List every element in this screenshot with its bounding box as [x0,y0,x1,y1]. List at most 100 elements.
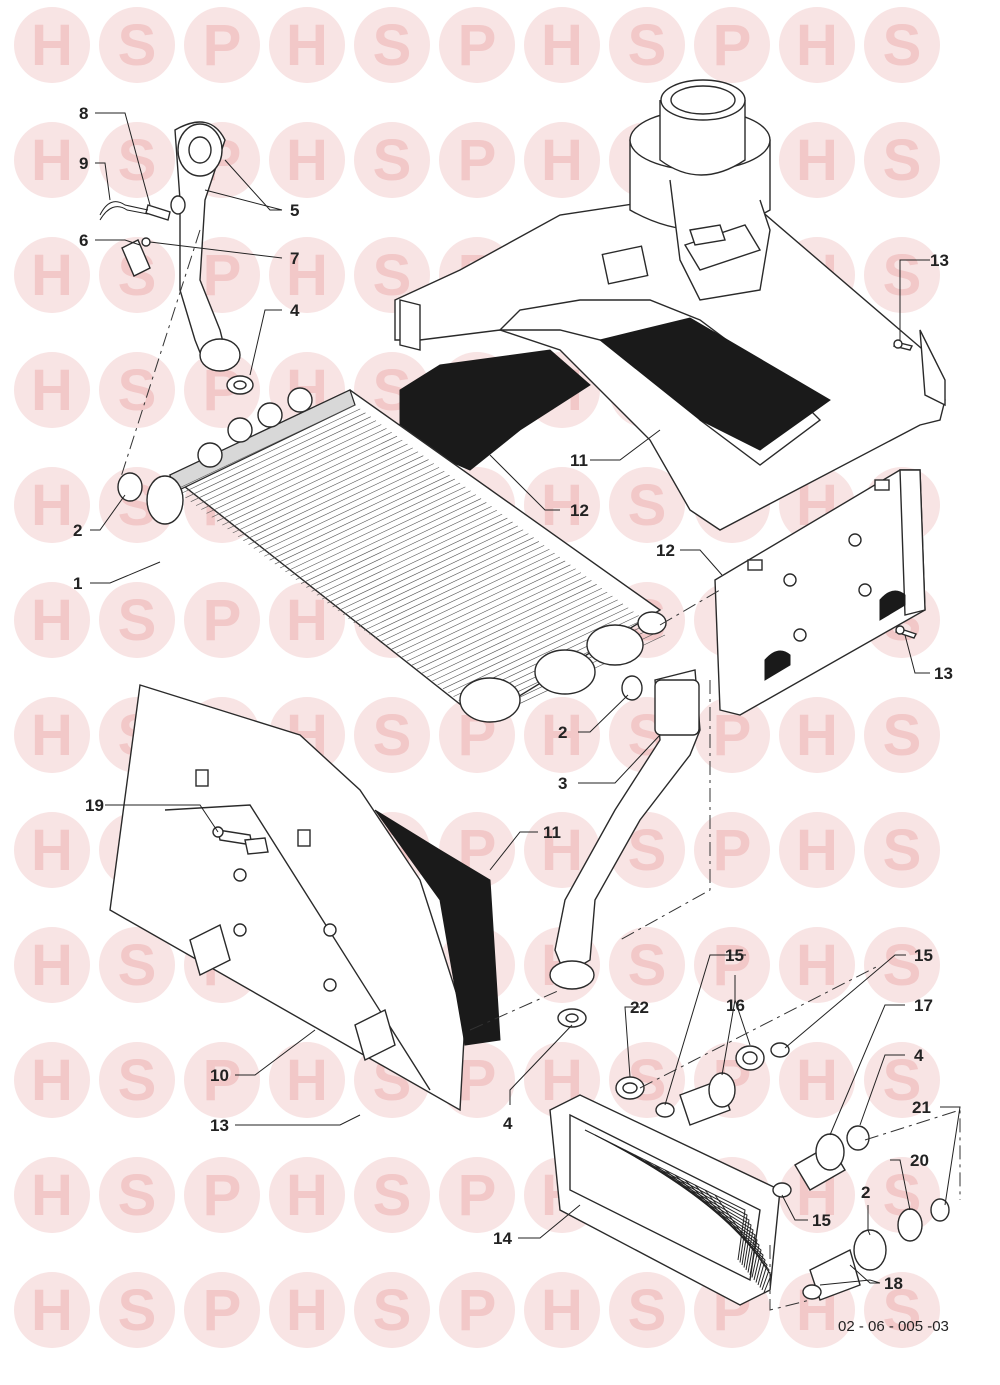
watermark-letter: P [458,1163,497,1228]
watermark-circle [184,352,260,428]
exchanger-fin [321,513,503,600]
watermark-letter: H [31,358,73,423]
callout-1: 1 [73,574,82,593]
watermark-circle [184,582,260,658]
exchanger-plate [674,1174,764,1283]
exchanger-fin [343,529,524,616]
watermark-letter: H [31,1048,73,1113]
exchanger-fin [185,412,366,499]
watermark-letter: S [883,1278,922,1343]
watermark-circle [269,237,345,313]
exchanger-fin [369,548,550,635]
watermark-letter: H [31,243,73,308]
watermark-circle [14,237,90,313]
watermark-letter: S [373,1278,412,1343]
watermark-circle [439,122,515,198]
exchanger-fin [216,435,398,522]
watermark-circle [99,1157,175,1233]
exchanger-fin [211,432,392,518]
exchanger-fin [390,564,571,651]
watermark-circle [779,1157,855,1233]
watermark-letter: H [286,128,328,193]
watermark-circle [609,7,685,83]
watermark-letter: H [31,703,73,768]
watermark-circle [524,697,600,773]
watermark-letter: H [286,1048,328,1113]
callout-6: 6 [79,231,88,250]
watermark-circle [779,697,855,773]
watermark-circle [99,927,175,1003]
exchanger-plate [684,1179,766,1286]
exchanger-plate [704,1189,770,1291]
fittings [615,1042,950,1301]
callout-20: 20 [910,1151,929,1170]
watermark-letter: S [883,818,922,883]
watermark-letter: H [796,1048,838,1113]
watermark-letter: H [541,703,583,768]
exchanger-fin [290,490,471,577]
watermark-letter: S [373,13,412,78]
front-panel [109,684,466,1112]
exchanger-fin [195,420,377,506]
watermark-letter: H [286,13,328,78]
exchanger-fin [353,537,534,623]
exchanger-fin [232,447,413,534]
watermark-letter: H [796,128,838,193]
flue-hood [394,79,946,531]
watermark-letter: H [31,588,73,653]
exchanger-fin [364,545,545,631]
watermark-circle [184,1157,260,1233]
exchanger-fin [374,552,555,639]
watermark-letter: H [541,13,583,78]
exchanger-fin [300,498,482,584]
watermark-circle [779,7,855,83]
watermark-letter: H [31,473,73,538]
callout-3: 3 [558,774,567,793]
watermark-circle [864,1157,940,1233]
watermark-letter: H [796,818,838,883]
exchanger-fin [337,525,519,612]
exchanger-fin [285,486,466,573]
watermark-letter: H [31,1278,73,1343]
exchanger-fin [332,521,513,608]
callout-11: 11 [543,823,561,842]
callout-18: 18 [884,1274,903,1293]
callout-19: 19 [85,796,104,815]
watermark-letter: H [31,933,73,998]
watermark-letter: H [796,933,838,998]
watermark-letter: S [373,128,412,193]
exchanger-fin [316,509,497,596]
watermark-circle [694,697,770,773]
watermark-circle [14,352,90,428]
main-heat-exchanger [146,387,667,723]
watermark-circle [14,7,90,83]
watermark-circle [524,467,600,543]
watermark-letter: S [373,703,412,768]
callout-4: 4 [914,1046,924,1065]
watermark-circle [779,812,855,888]
watermark-letter: P [458,128,497,193]
exchanger-fin [411,580,592,666]
watermark-letter: S [883,703,922,768]
watermark-circle [14,927,90,1003]
exchanger-fin [190,416,371,502]
watermark-letter: H [796,703,838,768]
watermark-letter: P [713,818,752,883]
exchanger-fin [248,459,429,545]
callout-17: 17 [914,996,933,1015]
watermark-letter: P [203,1048,242,1113]
callout-4: 4 [503,1114,513,1133]
callout-10: 10 [210,1066,229,1085]
watermark-letter: S [118,1163,157,1228]
exchanger-plate [654,1164,760,1278]
watermark-circle [609,927,685,1003]
watermark-letter: H [286,243,328,308]
watermark-letter: S [628,933,667,998]
watermark-letter: S [628,473,667,538]
diagram-reference: 02 - 06 - 005 -03 [838,1318,949,1335]
watermark-circle [99,1272,175,1348]
callout-12: 12 [570,501,589,520]
watermark-circle [14,812,90,888]
watermark-letter: S [118,358,157,423]
watermark-circle [524,7,600,83]
